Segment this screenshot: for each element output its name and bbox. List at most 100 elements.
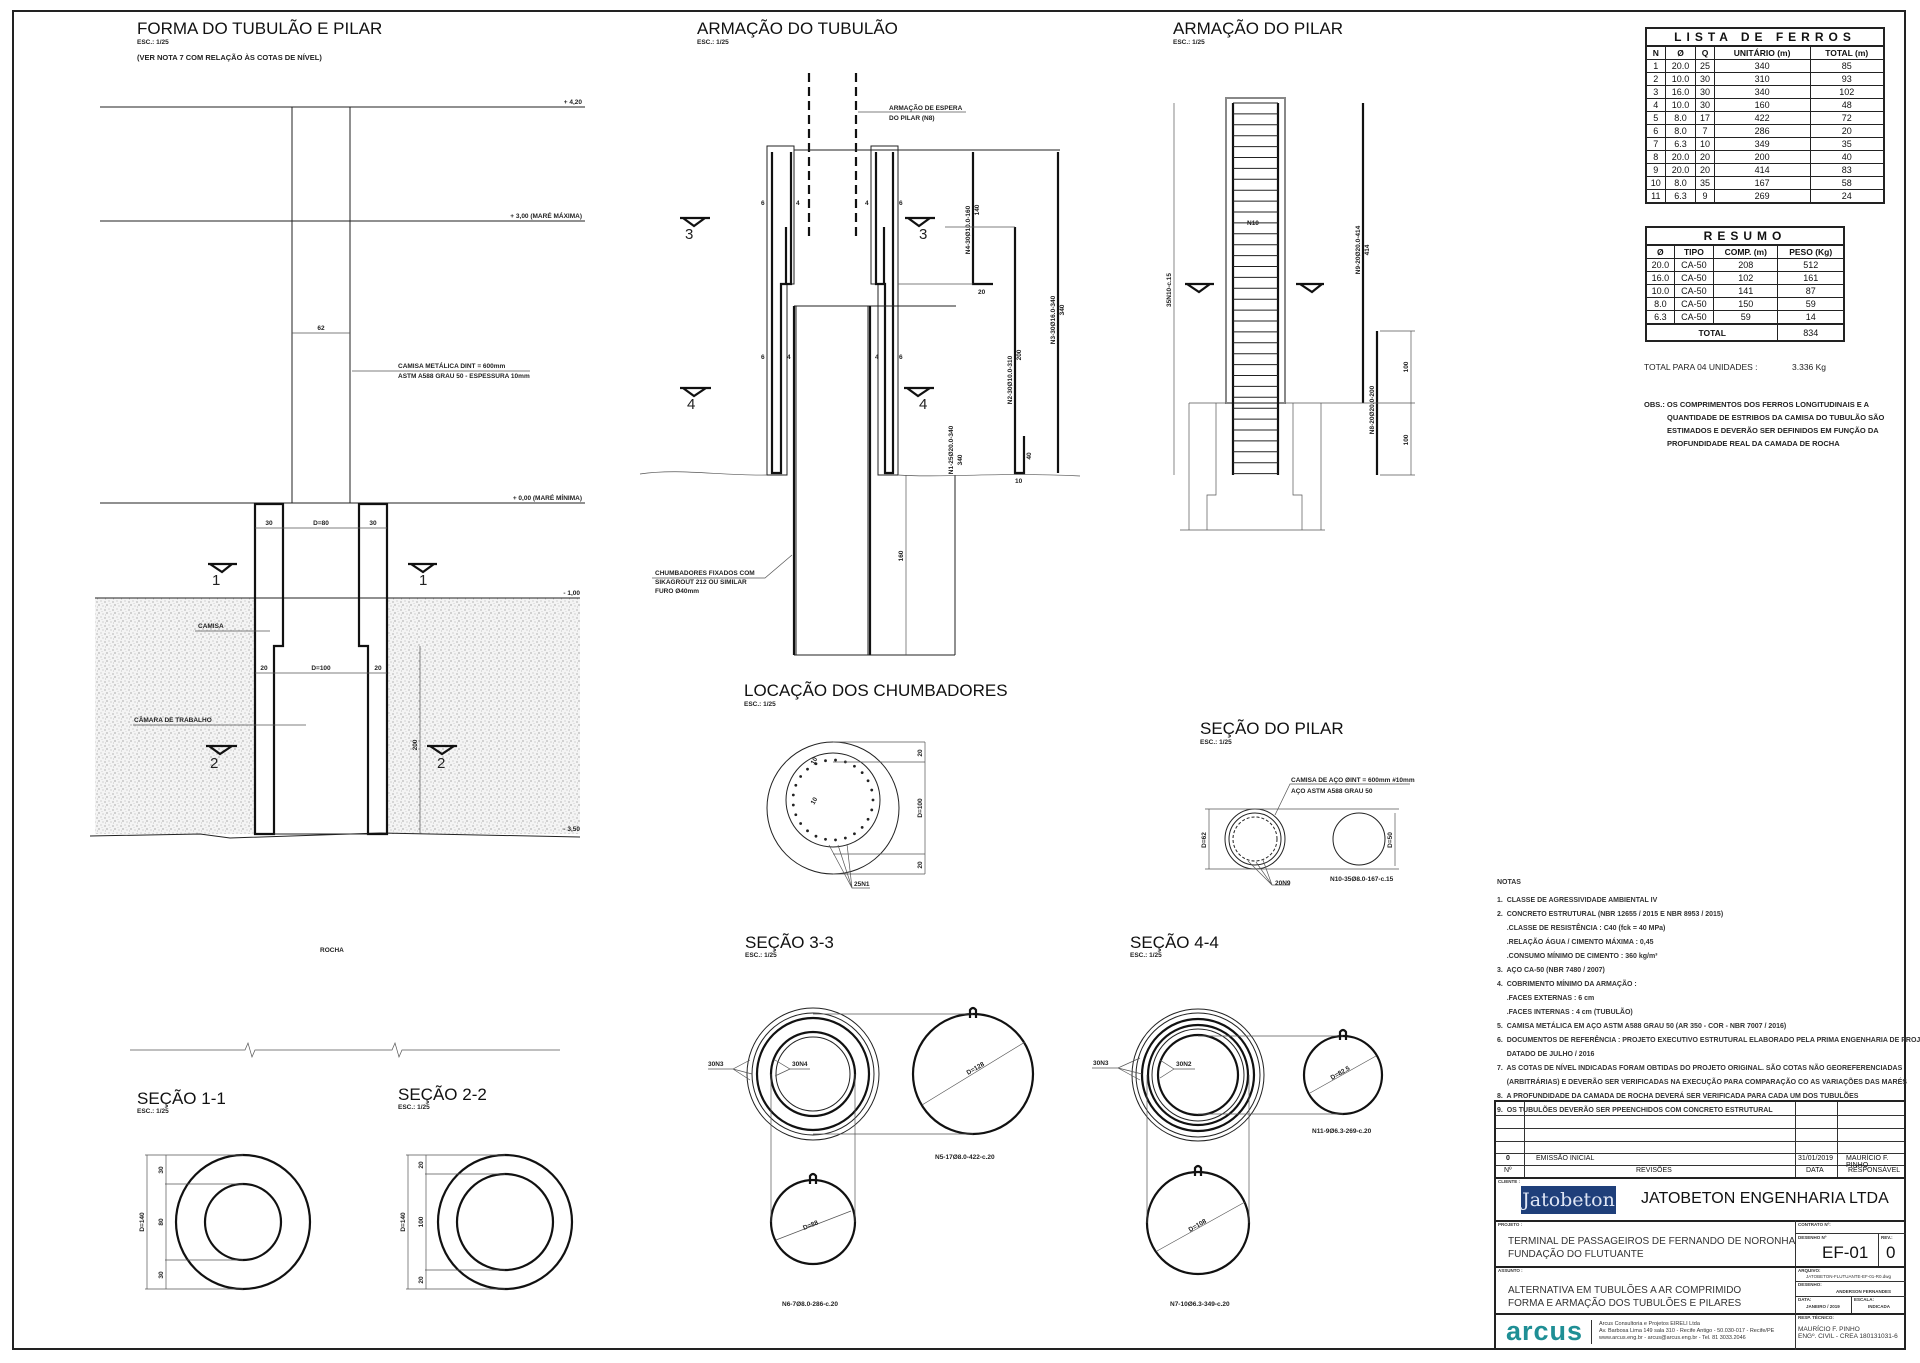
dimension-label: D=50 [1387, 832, 1394, 848]
table-cell: 17 [1695, 111, 1715, 125]
obs-line: QUANTIDADE DE ESTRIBOS DA CAMISA DO TUBU… [1667, 413, 1885, 422]
dimension-label: D=88 [802, 1219, 820, 1232]
table-cell: 8.0 [1664, 176, 1697, 190]
dimension-label: D=62 [1201, 832, 1208, 848]
note-line: .FACES EXTERNAS : 6 cm [1497, 995, 1595, 1002]
table-cell: 269 [1713, 189, 1811, 204]
svg-text:6: 6 [761, 354, 765, 361]
table-cell: 349 [1713, 137, 1811, 151]
armacao-tubulao-scale: ESC.: 1/25 [697, 39, 729, 46]
svg-text:3: 3 [919, 226, 927, 243]
company-info: Arcus Consultoria e Projetos EIRELI Ltda… [1599, 1321, 1774, 1342]
svg-text:4: 4 [875, 354, 879, 361]
header-responsavel: RESPONSÁVEL [1848, 1167, 1901, 1174]
secao-33-scale: ESC.: 1/25 [745, 952, 777, 959]
note-line: .CONSUMO MÍNIMO DE CIMENTO : 360 kg/m³ [1497, 953, 1658, 960]
table-cell: CA-50 [1673, 258, 1715, 272]
svg-text:1: 1 [212, 572, 220, 589]
rocha-label: ROCHA [320, 947, 344, 954]
inner-circle [785, 752, 881, 848]
leader-line [652, 554, 793, 579]
column-header: N [1645, 45, 1666, 60]
secao-44-title: SEÇÃO 4-4 [1130, 933, 1219, 952]
dimension-label: 20 [418, 1276, 425, 1284]
dimension-label: D=140 [400, 1212, 407, 1232]
locacao-scale: ESC.: 1/25 [744, 701, 776, 708]
column-header: Q [1695, 45, 1715, 60]
bar-label: 200 [1016, 349, 1023, 360]
dimension-label: D=80 [313, 520, 329, 527]
bar-label: 40 [1026, 452, 1033, 460]
secao-22-scale: ESC.: 1/25 [398, 1104, 430, 1111]
bar-label: N3-30Ø16.0-340 [1050, 295, 1057, 344]
dimension-label: 10 [810, 756, 820, 766]
obs-line: OBS.: OS COMPRIMENTOS DOS FERROS LONGITU… [1644, 400, 1870, 409]
table-cell: CA-50 [1673, 271, 1715, 285]
anchor-dot [824, 759, 827, 763]
hook-icon [1193, 1028, 1348, 1176]
anchor-dot [799, 822, 803, 825]
table-title: LISTA DE FERROS [1645, 27, 1885, 47]
section-marker-3: 3 [680, 216, 710, 243]
bar-label: 20 [978, 289, 986, 296]
escala-value: INDICADA [1868, 1304, 1890, 1309]
data-label: DATA: [1798, 1297, 1812, 1302]
section-marker-1: 1 [208, 562, 237, 589]
assunto-label: ASSUNTO : [1498, 1268, 1523, 1273]
secao-11-scale: ESC.: 1/25 [137, 1108, 169, 1115]
table-cell: CA-50 [1673, 310, 1715, 325]
anchor-dot [834, 758, 837, 762]
bar-n2 [1013, 227, 1026, 475]
section-marker-4: 4 [904, 386, 934, 413]
table-cell: 161 [1777, 271, 1845, 285]
rebar-ring [755, 1016, 871, 1132]
rock-line [89, 832, 581, 839]
anchor-dot [860, 771, 864, 775]
secao-22-drawing: SEÇÃO 2-2 ESC.: 1/25 20 100 20 D=140 [398, 1085, 574, 1291]
column-header: Ø [1645, 244, 1675, 259]
projection-lines [770, 1013, 1026, 1241]
dimension-label: D=82.5 [1330, 1065, 1352, 1082]
outer-circle [1131, 1008, 1265, 1142]
anchor-dot [794, 783, 798, 787]
table-cell: 200 [1713, 150, 1811, 164]
dimension-label: 20 [374, 665, 382, 672]
table-cell: 85 [1809, 59, 1885, 73]
table-cell: 6 [1645, 124, 1666, 138]
table-cell: 167 [1713, 176, 1811, 190]
table-cell: 208 [1713, 258, 1779, 272]
armacao-tubulao-drawing: ARMAÇÃO DO TUBULÃO ESC.: 1/25 ARMAÇÃO DE… [639, 19, 1081, 656]
obs-line: ESTIMADOS E DEVERÃO SER DEFINIDOS EM FUN… [1667, 426, 1879, 435]
section-marker-1: 1 [408, 562, 437, 589]
table-cell: 24 [1809, 189, 1885, 204]
column-header: UNITÁRIO (m) [1713, 45, 1811, 60]
anchor-dot [871, 798, 875, 802]
leader-line [708, 1059, 810, 1081]
table-cell: 422 [1713, 111, 1811, 125]
arcus-logo: arcus [1506, 1316, 1584, 1346]
table-cell: 141 [1713, 284, 1779, 298]
svg-text:4: 4 [865, 200, 869, 207]
note-line: DATADO DE JULHO / 2016 [1497, 1051, 1595, 1058]
table-cell: 310 [1713, 72, 1811, 86]
bar-label: N8-20Ø20.0-200 [1369, 385, 1376, 434]
forma-drawing: FORMA DO TUBULÃO E PILAR ESC.: 1/25 (VER… [89, 19, 585, 1059]
table-cell: 30 [1695, 98, 1715, 112]
table-cell: 93 [1809, 72, 1885, 86]
table-cell: 58 [1809, 176, 1885, 190]
note-line: .RELAÇÃO ÁGUA / CIMENTO MÁXIMA : 0,45 [1497, 939, 1654, 946]
dimension-label: 80 [158, 1218, 165, 1226]
table-cell: 2 [1645, 72, 1666, 86]
anchor-dot [806, 829, 809, 833]
table-cell: 20 [1695, 163, 1715, 177]
svg-text:1: 1 [419, 572, 427, 589]
table-cell: 10 [1695, 137, 1715, 151]
table-cell: 40 [1809, 150, 1885, 164]
camisa-label: ASTM A588 GRAU 50 - ESPESSURA 10mm [398, 373, 530, 380]
dimension-label: 30 [158, 1271, 165, 1279]
outer-circle [746, 1007, 880, 1141]
forma-scale: ESC.: 1/25 [137, 39, 169, 46]
